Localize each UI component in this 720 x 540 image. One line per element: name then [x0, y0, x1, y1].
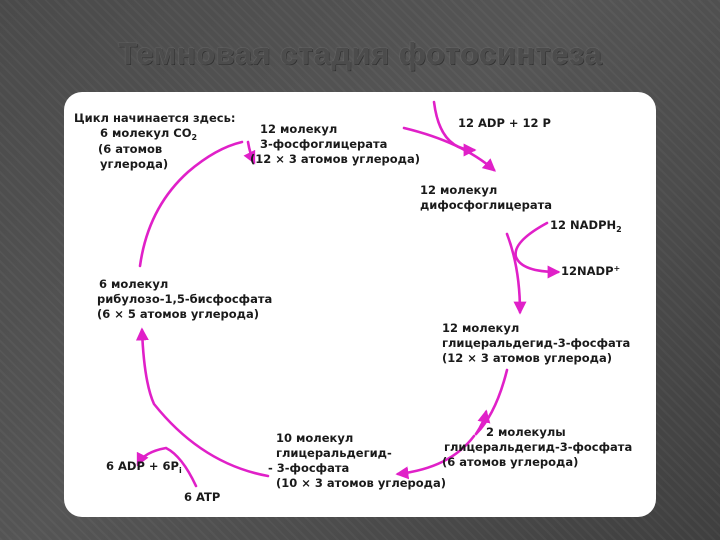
atp-adp-regeneration-side-arrow	[136, 446, 198, 488]
arc-g3p10-to-rubp-arrow	[135, 327, 270, 478]
label-diphosphoglycerate: 12 молекул дифосфоглицерата	[420, 183, 553, 212]
label-nadp: 12NADP+	[561, 264, 621, 278]
label-adp-pi: 6 ADP + 6Pi	[106, 459, 182, 475]
label-adp-p: 12 ADP + 12 P	[458, 116, 551, 130]
diagram-panel: Цикл начинается здесь: 6 молекул CO2 (6 …	[64, 92, 656, 517]
output-branch-arrow	[474, 409, 491, 436]
slide-title: Темновая стадия фотосинтеза	[118, 36, 602, 71]
label-cycle-start: Цикл начинается здесь: 6 молекул CO2 (6 …	[74, 111, 236, 171]
label-3-phosphoglycerate: 12 молекул 3-фосфоглицерата (12 × 3 атом…	[250, 122, 420, 166]
arc-split-to-g3p10-arrow	[395, 434, 476, 480]
label-atp: 6 ATP	[184, 490, 221, 504]
co2-fixation-arrow	[243, 140, 256, 165]
label-glyceraldehyde-3-phosphate-12: 12 молекул глицеральдегид-3-фосфата (12 …	[442, 321, 631, 365]
label-glyceraldehyde-3-phosphate-10: 10 молекул глицеральдегид- - 3-фосфата (…	[268, 431, 446, 490]
label-output-g3p: 2 молекулы глицеральдегид-3-фосфата (6 а…	[442, 425, 633, 469]
arc-dpga-to-g3p-arrow	[505, 232, 527, 315]
co2-label: 6 молекул CO	[100, 126, 192, 140]
atp-adp-side-arrow	[432, 100, 477, 157]
arc-rubp-to-start-arrow	[138, 140, 244, 268]
label-nadph: 12 NADPH2	[550, 218, 622, 234]
label-ribulose-bisphosphate: 6 молекул рибулозо-1,5-бисфосфата (6 × 5…	[97, 277, 273, 321]
calvin-cycle-diagram	[135, 100, 561, 488]
nadph-nadp-side-arrow	[514, 221, 561, 279]
